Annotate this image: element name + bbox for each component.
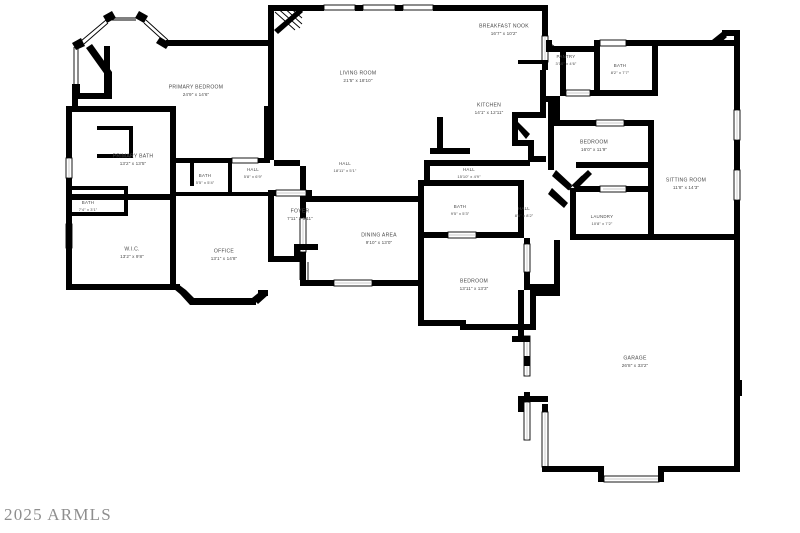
room-label-breakfast-nook: BREAKFAST NOOK 16'7" x 10'2" (479, 23, 529, 36)
room-name: BATH (614, 63, 626, 68)
room-dimensions: 9'5" x 5'3" (451, 211, 470, 216)
room-dimensions: 13'11" x 13'3" (460, 286, 489, 291)
room-name: BEDROOM (460, 278, 488, 284)
room-name: PANTRY (557, 54, 576, 59)
watermark-text: 2025 ARMLS (4, 505, 112, 524)
room-dimensions: 16'7" x 10'2" (491, 31, 518, 36)
room-dimensions: 9'10" x 13'0" (366, 240, 393, 245)
room-label-pantry: PANTRY 3'10" x 4'6" (556, 54, 577, 66)
room-label-bath-guest-upper: BATH 8'2" x 7'7" (611, 63, 630, 75)
room-dimensions: 7'4" x 3'1" (79, 207, 98, 212)
room-name: PRIMARY BATH (113, 153, 154, 159)
room-dimensions: 15'10" x 4'9" (457, 174, 481, 179)
room-label-bedroom-right: BEDROOM 16'0" x 11'9" (580, 139, 608, 152)
room-label-primary-bath: PRIMARY BATH 13'2" x 13'5" (113, 153, 154, 166)
room-name: SITTING ROOM (666, 177, 706, 183)
wall-layer (65, 4, 742, 483)
room-name: GARAGE (623, 355, 647, 361)
room-name: HALL (247, 167, 259, 172)
room-dimensions: 13'1" x 14'8" (211, 256, 238, 261)
room-name: PRIMARY BEDROOM (169, 84, 224, 90)
room-label-sitting-room: SITTING ROOM 11'8" x 14'3" (666, 177, 706, 190)
room-dimensions: 14'1" x 12'11" (475, 110, 504, 115)
room-label-hall-center: HALL 18'11" x 5'1" (334, 161, 357, 173)
room-name: HALL (463, 167, 475, 172)
room-dimensions: 7'11" x 5'11" (287, 216, 313, 221)
room-name: W.I.C. (124, 246, 139, 252)
room-name: KITCHEN (477, 102, 501, 108)
room-name: HALL (518, 206, 530, 211)
room-label-bedroom-center: BEDROOM 13'11" x 13'3" (460, 278, 489, 291)
room-label-dining-area: DINING AREA 9'10" x 13'0" (361, 232, 397, 245)
room-name: BATH (199, 173, 211, 178)
room-dimensions: 11'8" x 14'3" (673, 185, 699, 190)
room-name: BREAKFAST NOOK (479, 23, 529, 29)
room-name: LAUNDRY (591, 214, 614, 219)
room-dimensions: 8'6" x 8'2" (515, 213, 534, 218)
room-label-laundry: LAUNDRY 10'8" x 7'2" (591, 214, 614, 226)
room-label-hall-left: HALL 5'8" x 6'9" (244, 167, 263, 179)
room-dimensions: 21'5" x 18'10" (343, 78, 372, 83)
room-label-office: OFFICE 13'1" x 14'8" (211, 248, 238, 261)
room-dimensions: 26'8" x 33'2" (622, 363, 649, 368)
room-name: BEDROOM (580, 139, 608, 145)
room-dimensions: 13'2" x 13'5" (120, 161, 147, 166)
room-label-bath-primary-small: BATH 7'4" x 3'1" (79, 200, 98, 212)
room-label-hall-right: HALL 15'10" x 4'9" (457, 167, 481, 179)
room-dimensions: 5'5" x 5'4" (196, 180, 215, 185)
room-label-primary-bedroom: PRIMARY BEDROOM 24'9" x 14'6" (169, 84, 224, 97)
room-name: BATH (82, 200, 94, 205)
room-label-bath-center: BATH 9'5" x 5'3" (451, 204, 470, 216)
room-label-bath-hall-left: BATH 5'5" x 5'4" (196, 173, 215, 185)
room-label-garage: GARAGE 26'8" x 33'2" (622, 355, 649, 368)
room-dimensions: 24'9" x 14'6" (183, 92, 210, 97)
room-dimensions: 5'8" x 6'9" (244, 174, 263, 179)
room-label-hall-laundry: HALL 8'6" x 8'2" (515, 206, 534, 218)
room-label-foyer: FOYER 7'11" x 5'11" (287, 208, 313, 221)
room-dimensions: 16'0" x 11'9" (581, 147, 607, 152)
room-label-kitchen: KITCHEN 14'1" x 12'11" (475, 102, 504, 115)
room-name: LIVING ROOM (340, 70, 377, 76)
room-dimensions: 13'2" x 9'8" (120, 254, 144, 259)
room-dimensions: 18'11" x 5'1" (334, 168, 357, 173)
room-dimensions: 3'10" x 4'6" (556, 61, 577, 66)
room-name: HALL (339, 161, 351, 166)
room-label-layer: PRIMARY BEDROOM 24'9" x 14'6" LIVING ROO… (79, 23, 706, 368)
room-dimensions: 10'8" x 7'2" (592, 221, 613, 226)
room-name: OFFICE (214, 248, 235, 254)
room-name: DINING AREA (361, 232, 397, 238)
room-name: BATH (454, 204, 466, 209)
room-name: FOYER (291, 208, 310, 214)
room-label-wic: W.I.C. 13'2" x 9'8" (120, 246, 144, 259)
room-label-living-room: LIVING ROOM 21'5" x 18'10" (340, 70, 377, 83)
room-dimensions: 8'2" x 7'7" (611, 70, 630, 75)
